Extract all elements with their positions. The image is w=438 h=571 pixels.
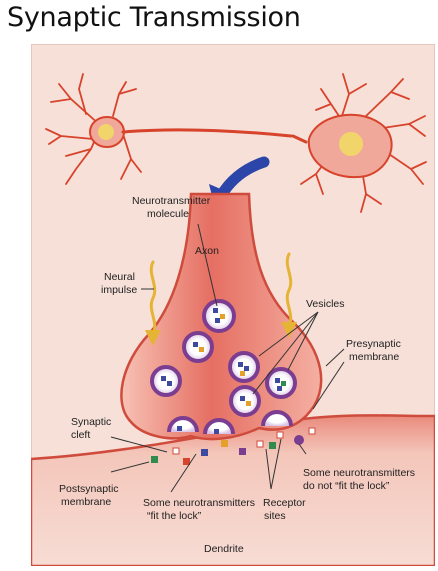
vesicle [182, 331, 214, 363]
label-dendrite: Dendrite [204, 543, 244, 555]
vesicle [202, 299, 236, 333]
slide-title: Synaptic Transmission [7, 2, 301, 33]
neural-impulse-arrows [145, 252, 297, 346]
label-fit-the-lock: Some neurotransmitters “fit the lock” [143, 497, 258, 522]
vesicle [229, 385, 261, 417]
synapse-diagram: Neurotransmitter molecule Axon Neural im… [29, 43, 437, 568]
vesicle [150, 365, 182, 397]
vesicle [228, 351, 260, 383]
vesicle [167, 416, 199, 433]
vesicle [265, 367, 297, 399]
vesicle [261, 410, 293, 427]
label-not-fit-the-lock: Some neurotransmitters do not “fit the l… [303, 467, 418, 492]
label-axon: Axon [195, 245, 219, 257]
neuron-illustration [45, 73, 427, 213]
receptors-and-neurotransmitters [151, 427, 316, 465]
label-neural-impulse: Neural impulse [101, 271, 138, 296]
label-neurotransmitter-molecule: Neurotransmitter molecule [132, 195, 213, 220]
label-synaptic-cleft: Synaptic cleft [71, 416, 114, 441]
label-receptor-sites: Receptor sites [263, 497, 309, 522]
label-postsynaptic-membrane: Postsynaptic membrane [59, 483, 121, 508]
leader-lines [110, 223, 345, 493]
label-vesicles: Vesicles [306, 298, 345, 310]
label-presynaptic-membrane: Presynaptic membrane [346, 338, 404, 363]
vesicles [150, 299, 297, 435]
vesicle [203, 418, 235, 435]
